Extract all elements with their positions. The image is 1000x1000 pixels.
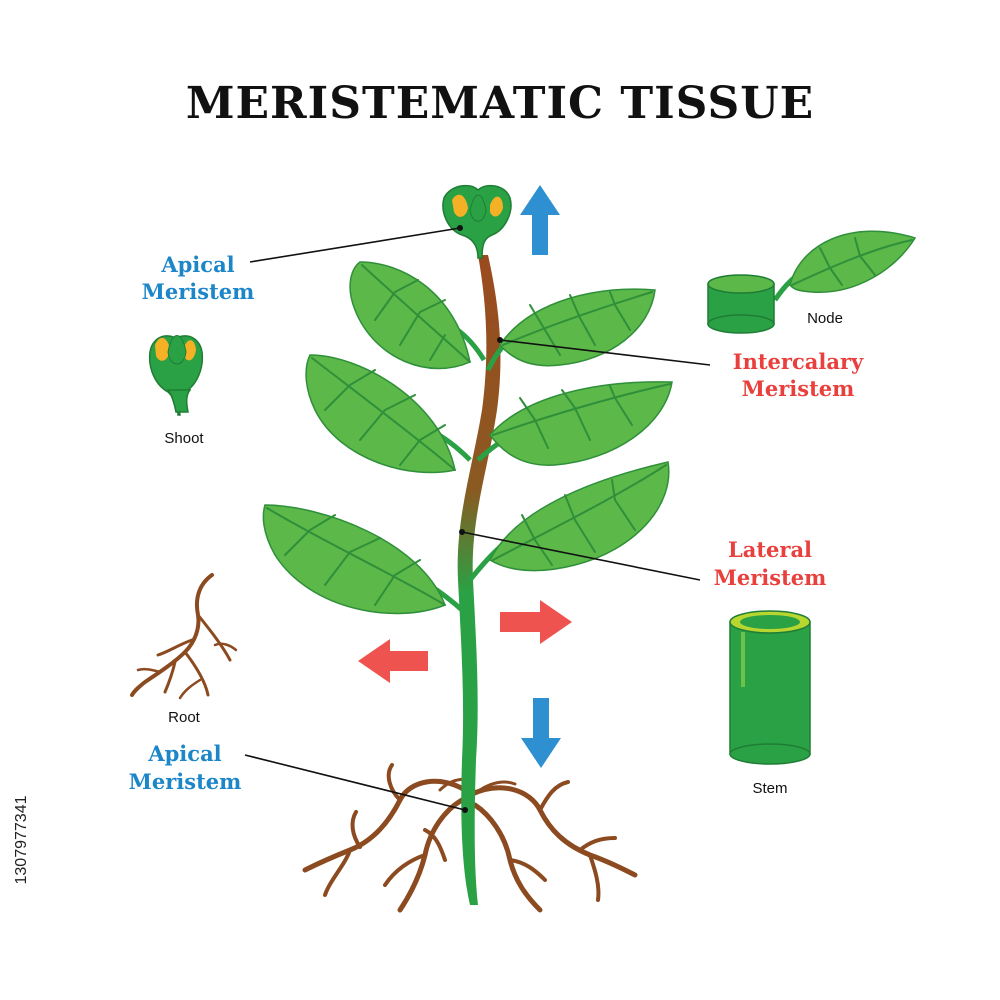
label-intercalary-meristem-line1: Intercalary bbox=[733, 349, 864, 374]
caption-shoot: Shoot bbox=[164, 430, 204, 447]
leaf-lower-left bbox=[262, 504, 446, 615]
arrow-down-icon bbox=[521, 698, 561, 768]
caption-stem: Stem bbox=[752, 780, 787, 797]
stem-illustration bbox=[729, 610, 811, 765]
caption-node: Node bbox=[807, 310, 843, 327]
label-lateral-meristem-line2: Meristem bbox=[714, 565, 827, 590]
leader-intercalary bbox=[499, 339, 711, 366]
shoot-illustration bbox=[148, 335, 204, 416]
leaf-middle-left bbox=[305, 354, 456, 474]
leader-dot-intercalary bbox=[497, 337, 503, 343]
plant-stem bbox=[457, 255, 501, 905]
root-illustration bbox=[130, 573, 238, 700]
leader-lateral bbox=[461, 531, 701, 581]
leader-dot-apical-top bbox=[457, 225, 463, 231]
label-apical-meristem-top-line2: Meristem bbox=[142, 279, 255, 304]
leader-dot-lateral bbox=[459, 529, 465, 535]
leader-apical-top bbox=[249, 227, 461, 263]
label-apical-meristem-bottom-line1: Apical bbox=[147, 741, 221, 766]
label-intercalary-meristem-line2: Meristem bbox=[742, 376, 855, 401]
arrow-up-icon bbox=[520, 185, 560, 255]
diagram-title: MERISTEMATIC TISSUE bbox=[186, 78, 814, 129]
leaf-upper-right bbox=[499, 288, 656, 367]
leader-dot-apical-bottom bbox=[462, 807, 468, 813]
leaf-lower-right bbox=[489, 461, 670, 572]
label-lateral-meristem-line1: Lateral bbox=[728, 537, 812, 562]
leader-apical-bottom bbox=[244, 754, 466, 811]
arrow-left-icon bbox=[358, 639, 428, 683]
label-apical-meristem-top-line1: Apical bbox=[160, 252, 234, 277]
apical-bud bbox=[442, 184, 512, 259]
arrow-right-icon bbox=[500, 600, 572, 644]
leaf-upper-left bbox=[349, 261, 471, 370]
leaf-middle-right bbox=[489, 381, 673, 466]
watermark-id: 1307977341 bbox=[13, 795, 30, 884]
caption-root: Root bbox=[168, 709, 201, 726]
node-illustration bbox=[707, 230, 917, 334]
label-apical-meristem-bottom-line2: Meristem bbox=[129, 769, 242, 794]
